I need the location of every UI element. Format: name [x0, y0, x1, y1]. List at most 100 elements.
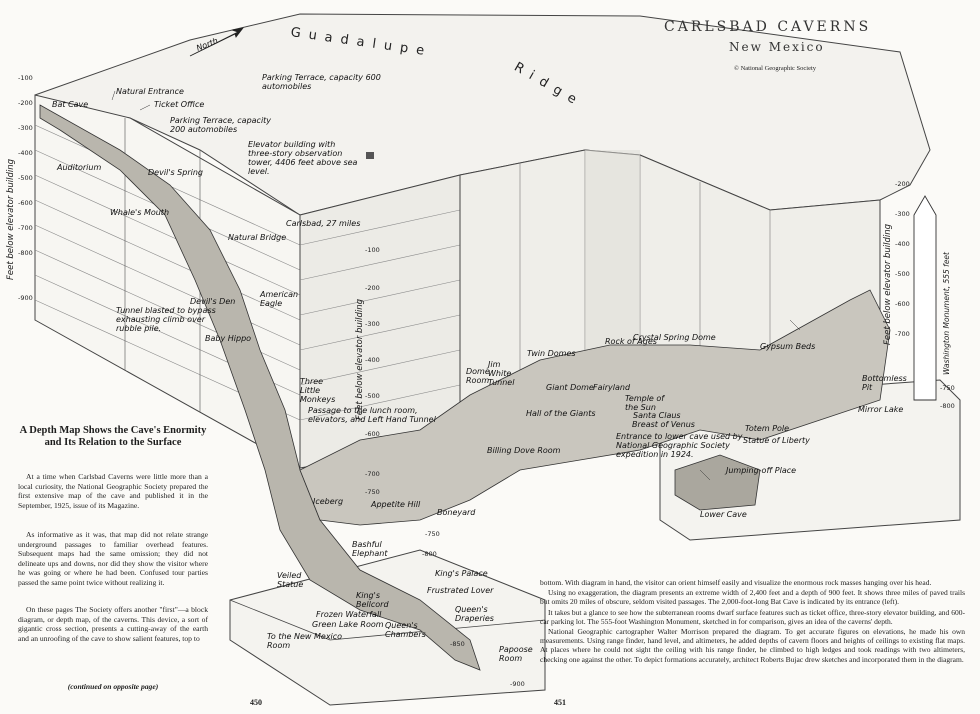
washington-monument: [913, 195, 937, 401]
label-parking-200: Parking Terrace, capacity 200 automobile…: [170, 116, 272, 134]
middle-axis-label: Feet below elevator building: [355, 298, 365, 420]
label-appetite-hill: Appetite Hill: [371, 500, 421, 509]
lower-depth-e: -900: [510, 680, 525, 688]
label-whales-mouth: Whale's Mouth: [110, 208, 170, 217]
left-depth-400: -400: [18, 149, 33, 157]
left-depth-500: -500: [18, 174, 33, 182]
mid-depth-400: -400: [365, 356, 380, 364]
label-three-monkeys: Three Little Monkeys: [300, 377, 336, 404]
label-mirror-lake: Mirror Lake: [858, 405, 904, 414]
left-depth-600: -600: [18, 199, 33, 207]
page-number-right: 451: [554, 698, 566, 707]
label-new-mexico-room: To the New Mexico Room: [267, 632, 343, 650]
right-axis-label: Feet below elevator building: [883, 223, 893, 345]
label-temple-sun: Temple of the Sun: [625, 394, 665, 412]
label-green-lake: Green Lake Room: [312, 620, 384, 629]
label-tunnel-blasted: Tunnel blasted to bypass exhausting clim…: [116, 306, 216, 333]
right-depth-300: -300: [895, 210, 910, 218]
lower-cave: [674, 454, 761, 511]
label-entrance-lower: Entrance to lower cave used by National …: [616, 432, 743, 459]
lower-depth-f: -750: [365, 488, 380, 496]
label-natural-entrance: Natural Entrance: [116, 87, 184, 96]
label-bottomless-pit: Bottomless Pit: [862, 374, 907, 392]
label-natural-bridge: Natural Bridge: [228, 233, 287, 242]
lower-depth-g: -850: [450, 640, 465, 648]
mid-depth-600: -600: [365, 430, 380, 438]
left-depth-300: -300: [18, 124, 33, 132]
label-jim-white: Jim White Tunnel: [488, 360, 515, 387]
label-fairyland: Fairyland: [593, 383, 631, 392]
map-subtitle: New Mexico: [729, 40, 825, 54]
left-axis-label: Feet below elevator building: [6, 158, 16, 280]
label-jumping-off: Jumping-off Place: [726, 466, 797, 475]
mid-depth-500: -500: [365, 392, 380, 400]
label-boneyard: Boneyard: [437, 508, 476, 517]
label-twin-domes: Twin Domes: [527, 349, 576, 358]
label-carlsbad: Carlsbad, 27 miles: [286, 219, 361, 228]
mid-depth-100: -100: [365, 246, 380, 254]
left-depth-700: -700: [18, 224, 33, 232]
col2-paragraph-3: It takes but a glance to see how the sub…: [540, 607, 965, 626]
label-lower-cave: Lower Cave: [700, 510, 747, 519]
label-bat-cave: Bat Cave: [52, 100, 89, 109]
article-paragraph-3: On these pages The Society offers anothe…: [18, 605, 208, 643]
label-passage-lunch: Passage to the lunch room, elevators, an…: [308, 406, 436, 424]
mid-depth-300: -300: [365, 320, 380, 328]
label-hall-giants: Hall of the Giants: [526, 409, 596, 418]
col2-paragraph-4: National Geographic cartographer Walter …: [540, 627, 965, 664]
label-veiled-statue: Veiled Statue: [277, 571, 304, 589]
lower-base: [229, 549, 546, 706]
col2-paragraph-1: bottom. With diagram in hand, the visito…: [540, 578, 932, 587]
label-kings-bellcord: King's Bellcord: [356, 591, 389, 609]
label-gypsum-beds: Gypsum Beds: [760, 342, 816, 351]
map-title: CARLSBAD CAVERNS: [664, 19, 872, 35]
mid-depth-200: -200: [365, 284, 380, 292]
middle-strata: [299, 209, 461, 421]
label-bashful-elephant: Bashful Elephant: [352, 540, 388, 558]
right-depth-700: -700: [895, 330, 910, 338]
leader-lines: [111, 90, 801, 481]
label-billing-dove: Billing Dove Room: [487, 446, 561, 455]
right-depth-500: -500: [895, 270, 910, 278]
left-depth-900: -900: [18, 294, 33, 302]
article-paragraph-2: As informative as it was, that map did n…: [18, 530, 208, 587]
label-american-eagle: American Eagle: [260, 290, 299, 308]
label-elevator-building: Elevator building with three-story obser…: [248, 140, 358, 176]
label-devils-den: Devil's Den: [190, 297, 236, 306]
label-queens-chambers: Queen's Chambers: [385, 621, 426, 639]
label-santa-claus: Santa Claus: [633, 411, 681, 420]
label-parking-600: Parking Terrace, capacity 600 automobile…: [262, 73, 381, 91]
article-column-2: bottom. With diagram in hand, the visito…: [540, 578, 965, 665]
lower-depth-a: -750: [940, 384, 955, 392]
label-ticket-office: Ticket Office: [154, 100, 205, 109]
continued-note: (continued on opposite page): [67, 682, 159, 691]
left-depth-800: -800: [18, 249, 33, 257]
big-room: [299, 289, 891, 526]
copyright: © National Geographic Society: [734, 65, 817, 72]
left-depth-100: -100: [18, 74, 33, 82]
lower-depth-c: -750: [425, 530, 440, 538]
label-devils-spring: Devil's Spring: [148, 168, 203, 177]
label-queens-draperies: Queen's Draperies: [455, 605, 494, 623]
article-heading: A Depth Map Shows the Cave's Enormity an…: [19, 425, 207, 448]
label-totem-pole: Totem Pole: [745, 424, 790, 433]
lower-depth-b: -800: [940, 402, 955, 410]
label-dome-room: Dome Room: [466, 367, 490, 385]
label-rock-of-ages: Rock of Ages: [605, 337, 657, 346]
label-baby-hippo: Baby Hippo: [205, 334, 252, 343]
right-depth-600: -600: [895, 300, 910, 308]
label-breast-venus: Breast of Venus: [632, 420, 695, 429]
page-number-left: 450: [250, 698, 262, 707]
label-giant-dome: Giant Dome: [546, 383, 594, 392]
right-depth-400: -400: [895, 240, 910, 248]
left-depth-200: -200: [18, 99, 33, 107]
label-auditorium: Auditorium: [57, 163, 102, 172]
col2-paragraph-2: Using no exaggeration, the diagram prese…: [540, 588, 965, 607]
lower-depth-d: -800: [422, 550, 437, 558]
cave-passage: [39, 104, 481, 671]
label-frustrated-lover: Frustrated Lover: [427, 586, 494, 595]
label-crystal-spring: Crystal Spring Dome: [633, 333, 716, 342]
label-papoose-room: Papoose Room: [499, 645, 533, 663]
